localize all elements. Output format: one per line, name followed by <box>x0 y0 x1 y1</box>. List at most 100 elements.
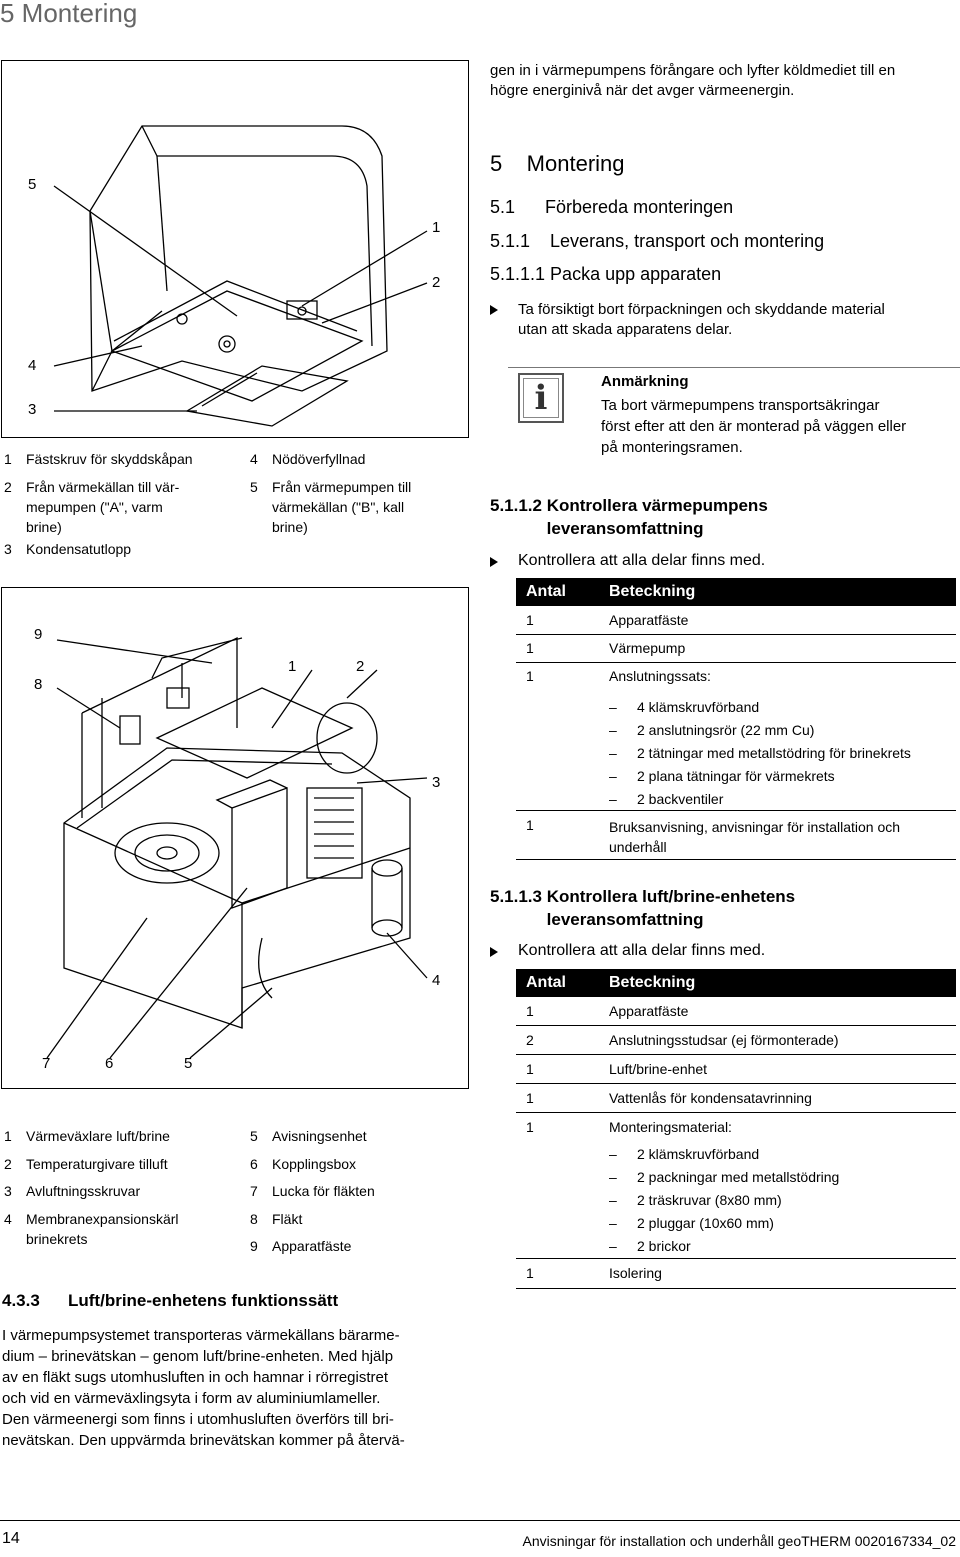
legend-number: 9 <box>250 1238 258 1254</box>
legend-number: 7 <box>250 1183 258 1199</box>
section-body: I värmepumpsystemet transporteras värmek… <box>2 1327 405 1449</box>
callout-4: 4 <box>432 972 441 989</box>
legend-text: Nödöverfyllnad <box>272 451 366 467</box>
footer-document-title: Anvisningar för installation och underhå… <box>522 1533 956 1549</box>
callout-3: 3 <box>28 401 37 418</box>
legend2-item-4: 4 Membranexpansionskärl brinekrets <box>4 1209 244 1251</box>
table-row: 1 Värmepump <box>516 635 956 663</box>
legend-text: Membranexpansionskärl brinekrets <box>26 1211 179 1247</box>
table-heatpump-contents: Antal Beteckning 1 Apparatfäste 1 Värmep… <box>516 578 956 860</box>
list-item: –2 plana tätningar för värmekrets <box>609 768 835 784</box>
legend1-item-5: 5 Från värmepumpen till värmekällan ("B"… <box>250 477 470 539</box>
figure-2-drawing <box>46 636 428 1059</box>
table-row: 1 Vattenlås för kondensatavrinning <box>516 1084 956 1113</box>
list-item: –4 klämskruvförband <box>609 699 760 715</box>
legend-text: Lucka för fläkten <box>272 1183 375 1199</box>
callout-2: 2 <box>432 274 441 291</box>
info-icon: i <box>518 373 564 423</box>
callout-6: 6 <box>105 1055 114 1072</box>
table-unit-contents: Antal Beteckning 1 Apparatfäste 2 Anslut… <box>516 969 956 1289</box>
list-item: –2 anslutningsrör (22 mm Cu) <box>609 722 815 738</box>
legend-number: 1 <box>4 451 12 467</box>
legend-text: Avluftningsskruvar <box>26 1183 141 1199</box>
heading-5-1-1-3: 5.1.1.3 Kontrollera luft/brine-enhetens … <box>490 887 796 929</box>
legend-number: 4 <box>4 1211 12 1227</box>
list-item: –2 tätningar med metallstödring för brin… <box>609 745 911 761</box>
step-check-unit: Kontrollera att alla delar finns med. <box>490 942 960 960</box>
legend-text: Avisningsenhet <box>272 1128 367 1144</box>
step-text: Ta försiktigt bort förpackningen och sky… <box>518 301 885 338</box>
legend-number: 2 <box>4 479 12 495</box>
heading-5-1-1-2: 5.1.1.2 Kontrollera värmepumpens leveran… <box>490 496 768 538</box>
list-item: –2 backventiler <box>609 791 724 807</box>
legend-number: 5 <box>250 1128 258 1144</box>
table-row: 1 Anslutningssats: –4 klämskruvförband –… <box>516 663 956 811</box>
legend-text: Temperaturgivare tilluft <box>26 1156 168 1172</box>
step-unpack: Ta försiktigt bort förpackningen och sky… <box>490 300 960 340</box>
step-text: Kontrollera att alla delar finns med. <box>518 942 766 959</box>
table-row: 1 Isolering <box>516 1259 956 1289</box>
bullet-arrow-icon <box>490 947 498 957</box>
legend-number: 2 <box>4 1156 12 1172</box>
table-header: Antal Beteckning <box>516 969 956 997</box>
heading-5-1-1-1: 5.1.1.1 Packa upp apparaten <box>490 264 722 284</box>
legend-text: Från värmekällan till vär- mepumpen ("A"… <box>26 479 180 535</box>
callout-4: 4 <box>28 357 37 374</box>
footer-rule <box>0 1520 960 1521</box>
table-row: 1 Monteringsmaterial: –2 klämskruvförban… <box>516 1113 956 1259</box>
list-item: –2 träskruvar (8x80 mm) <box>609 1192 782 1208</box>
step-text: Kontrollera att alla delar finns med. <box>518 552 766 569</box>
callout-9: 9 <box>34 626 43 643</box>
legend-text: Värmeväxlare luft/brine <box>26 1128 170 1144</box>
legend-number: 3 <box>4 541 12 557</box>
legend-number: 5 <box>250 479 258 495</box>
note-title: Anmärkning <box>601 373 689 390</box>
legend-text: Kopplingsbox <box>272 1156 357 1172</box>
column-header-beteckning: Beteckning <box>609 583 696 600</box>
figure-2: 9 8 1 2 3 4 7 6 5 <box>1 587 469 1089</box>
heading-5-1: 5.1 Förbereda monteringen <box>490 197 734 217</box>
figure-1: 5 1 2 4 3 <box>1 60 469 438</box>
page-title: 5 Montering <box>0 0 138 28</box>
legend-text: Fläkt <box>272 1211 303 1227</box>
list-item: –2 brickor <box>609 1238 691 1254</box>
list-item: –2 packningar med metallstödring <box>609 1169 840 1185</box>
table-row: 1 Apparatfäste <box>516 997 956 1026</box>
legend-number: 4 <box>250 451 258 467</box>
legend-text: Fästskruv för skyddskåpan <box>26 451 193 467</box>
table-row: 1 Bruksanvisning, anvisningar för instal… <box>516 811 956 860</box>
figure-1-drawing <box>53 125 428 427</box>
list-item: –2 pluggar (10x60 mm) <box>609 1215 774 1231</box>
column-header-antal: Antal <box>526 583 566 600</box>
note-box: i Anmärkning Ta bort värmepumpens transp… <box>508 367 960 462</box>
heading-5-1-1: 5.1.1 Leverans, transport och montering <box>490 231 825 251</box>
callout-8: 8 <box>34 676 43 693</box>
column-header-beteckning: Beteckning <box>609 974 696 991</box>
legend-number: 1 <box>4 1128 12 1144</box>
callout-1: 1 <box>288 658 297 675</box>
callout-5: 5 <box>184 1055 193 1072</box>
table-header: Antal Beteckning <box>516 578 956 606</box>
legend1-item-2: 2 Från värmekällan till vär- mepumpen ("… <box>4 477 234 539</box>
bullet-arrow-icon <box>490 305 498 315</box>
legend-text: Apparatfäste <box>272 1238 352 1254</box>
section-number: 4.3.3 <box>2 1291 40 1310</box>
table-row: 2 Anslutningsstudsar (ej förmonterade) <box>516 1026 956 1055</box>
callout-2: 2 <box>356 658 365 675</box>
legend-number: 8 <box>250 1211 258 1227</box>
callout-3: 3 <box>432 774 441 791</box>
callout-5: 5 <box>28 176 37 193</box>
legend-text: Från värmepumpen till värmekällan ("B", … <box>272 479 412 535</box>
table-row: 1 Apparatfäste <box>516 606 956 635</box>
callout-7: 7 <box>42 1055 51 1072</box>
note-body: Ta bort värmepumpens transportsäkringar … <box>601 397 907 456</box>
step-check-heatpump: Kontrollera att alla delar finns med. <box>490 552 960 570</box>
chapter-heading: 5 Montering <box>490 151 625 176</box>
callout-1: 1 <box>432 219 441 236</box>
legend-text: Kondensatutlopp <box>26 541 132 557</box>
bullet-arrow-icon <box>490 557 498 567</box>
column-header-antal: Antal <box>526 974 566 991</box>
legend-number: 3 <box>4 1183 12 1199</box>
table-row: 1 Luft/brine-enhet <box>516 1055 956 1084</box>
intro-text: gen in i värmepumpens förångare och lyft… <box>490 62 896 99</box>
